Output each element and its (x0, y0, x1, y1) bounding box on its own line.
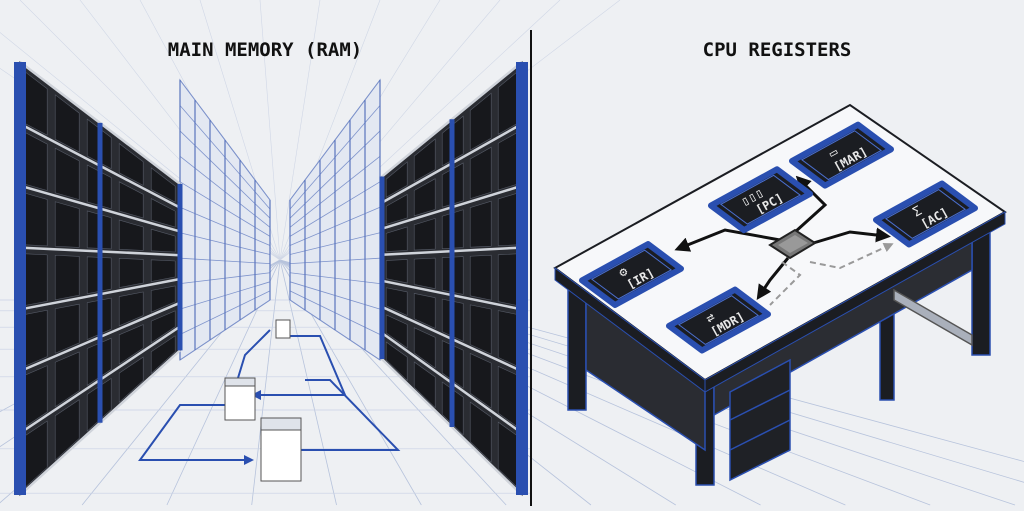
memory-module (54, 201, 80, 248)
dashed-bus-lines (769, 242, 894, 306)
memory-module (385, 226, 408, 252)
memory-module (150, 198, 176, 228)
memory-module (469, 304, 492, 355)
desk-drawers (729, 358, 791, 482)
grid-line (251, 259, 281, 506)
memory-module (54, 94, 80, 153)
memory-module (22, 309, 48, 368)
memory-module (118, 219, 144, 251)
memory-module (118, 181, 144, 219)
memory-module (413, 217, 436, 251)
memory-module (150, 259, 176, 282)
memory-module (469, 352, 492, 409)
memory-module (469, 254, 492, 301)
register-tray-pc[interactable]: ▯▯▯[PC] (708, 166, 813, 234)
memory-module (118, 142, 144, 186)
memory-module (54, 303, 80, 354)
memory-module (385, 259, 408, 284)
tray-inner-edge (884, 189, 967, 239)
memory-module (118, 257, 144, 288)
memory-module (150, 228, 176, 253)
register-tray-ir[interactable]: ⚙[IR] (579, 241, 684, 309)
memory-module (385, 314, 408, 349)
memory-module (54, 254, 80, 301)
tray-inner-edge (590, 249, 673, 300)
memory-module (413, 361, 436, 409)
memory-module (385, 193, 408, 225)
cpu-desk: CPU REGISTERS (553, 39, 1007, 486)
memory-module (413, 293, 436, 329)
memory-module (385, 341, 408, 382)
memory-module (150, 167, 176, 203)
cpu-chip-icon (768, 228, 817, 260)
grid-line (279, 259, 337, 506)
register-trays: ▯▯▯[PC]▭[MAR]Σ[AC] ⚙[IR]⇄[MDR] (579, 121, 978, 354)
memory-module (118, 356, 144, 404)
memory-module (22, 253, 48, 307)
grid-line (259, 0, 281, 261)
register-tray-mdr[interactable]: ⇄[MDR] (666, 286, 771, 354)
memory-module (385, 161, 408, 198)
memory-box (224, 319, 302, 482)
bus-lines (674, 175, 891, 300)
memory-module (150, 285, 176, 313)
memory-module (54, 147, 80, 201)
tray-inner-edge (800, 130, 883, 181)
memory-module (150, 335, 176, 375)
memory-module (469, 146, 492, 200)
ram-title: MAIN MEMORY (RAM) (168, 39, 362, 61)
memory-module (118, 291, 144, 327)
memory-module (413, 327, 436, 369)
memory-module (54, 399, 80, 461)
tray-inner-edge (719, 174, 802, 225)
tray-inner-edge (677, 295, 760, 346)
desk-edge (704, 211, 1006, 393)
memory-module (385, 287, 408, 316)
left-memory-rack (14, 60, 183, 497)
data-flow-arrows (138, 329, 401, 465)
grid-line (279, 0, 321, 261)
memory-module (469, 200, 492, 248)
memory-module (118, 324, 144, 365)
memory-module (413, 178, 436, 217)
register-tray-ac[interactable]: Σ[AC] (873, 180, 978, 248)
memory-module (22, 192, 48, 247)
memory-module (469, 92, 492, 151)
cpu-title: CPU REGISTERS (703, 39, 852, 61)
memory-module (413, 138, 436, 183)
right-memory-rack (379, 60, 528, 497)
register-tray-mar[interactable]: ▭[MAR] (789, 121, 894, 189)
memory-module (413, 257, 436, 290)
memory-module (150, 310, 176, 344)
memory-module (469, 401, 492, 463)
distant-racks (179, 78, 381, 361)
memory-module (54, 351, 80, 408)
desk-legs (567, 224, 991, 486)
